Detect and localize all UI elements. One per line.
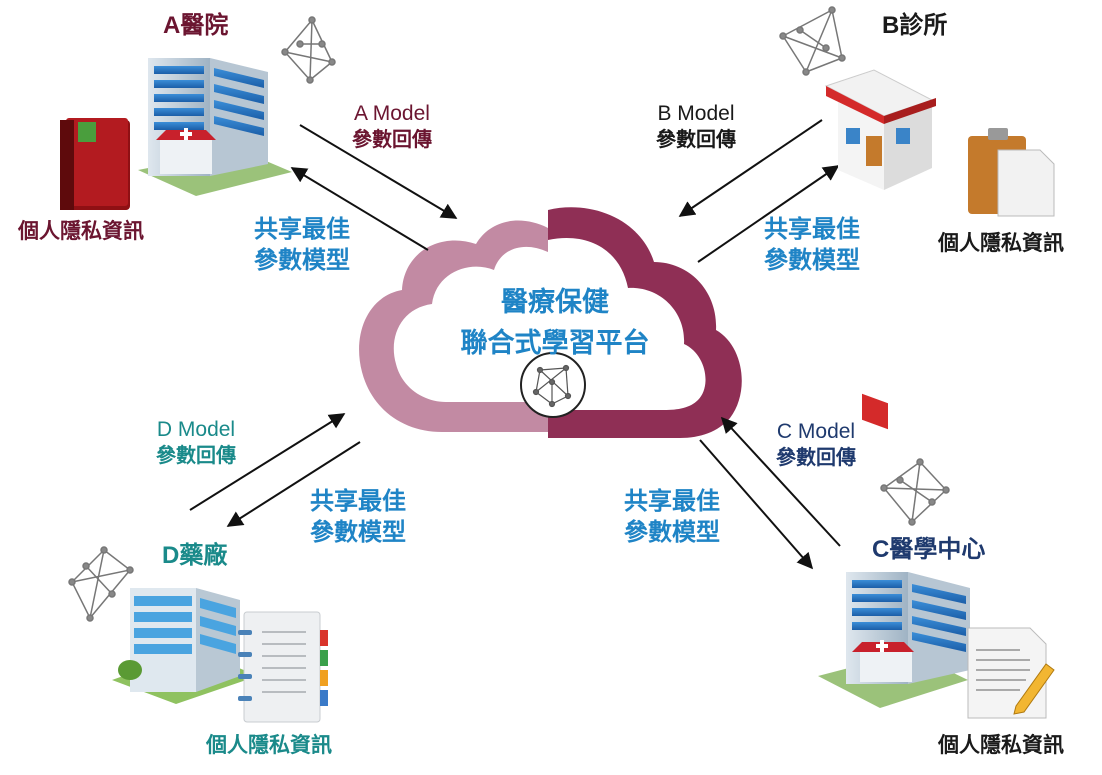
site-d-shared-l1: 共享最佳 bbox=[310, 488, 406, 515]
site-b-shared-l2: 參數模型 bbox=[764, 247, 860, 275]
network-icon-b bbox=[779, 6, 846, 76]
site-c-title: C醫學中心 bbox=[872, 536, 986, 563]
arrows bbox=[189, 119, 841, 570]
pharma-building-icon-d bbox=[112, 588, 258, 704]
site-a-privacy: 個人隱私資訊 bbox=[18, 220, 144, 243]
site-a-shared-l2: 參數模型 bbox=[254, 247, 350, 275]
site-d-title: D藥廠 bbox=[162, 542, 228, 569]
site-b-title: B診所 bbox=[882, 12, 948, 39]
network-icon-d bbox=[68, 546, 134, 622]
arrow-a-download bbox=[290, 167, 429, 251]
clinic-icon-b bbox=[824, 69, 936, 430]
site-a-model-upload: 參數回傳 bbox=[352, 129, 432, 152]
arrow-b-download bbox=[697, 165, 840, 263]
site-a-shared-model: 共享最佳 參數模型 bbox=[254, 214, 350, 276]
document-pen-icon-c bbox=[967, 627, 1055, 719]
network-icon-c bbox=[880, 458, 950, 526]
platform-cloud bbox=[359, 207, 742, 438]
arrow-d-upload bbox=[189, 413, 346, 511]
site-b-shared-l1: 共享最佳 bbox=[764, 216, 860, 243]
hospital-building-icon-a bbox=[138, 58, 292, 196]
medical-record-book-icon-a bbox=[60, 118, 130, 210]
platform-title-line1: 醫療保健 bbox=[501, 287, 609, 317]
site-c-shared-l2: 參數模型 bbox=[624, 519, 720, 547]
site-c-shared-model: 共享最佳 參數模型 bbox=[624, 486, 720, 548]
site-c-model-name: C Model bbox=[776, 420, 856, 443]
site-b-model-name: B Model bbox=[657, 102, 735, 125]
hospital-building-icon-c bbox=[818, 572, 970, 708]
site-a-title: A醫院 bbox=[163, 12, 229, 39]
site-c-privacy: 個人隱私資訊 bbox=[938, 734, 1064, 757]
site-d-model: D Model 參數回傳 bbox=[156, 416, 236, 469]
site-a-model-name: A Model bbox=[354, 102, 430, 125]
platform-title: 醫療保健 聯合式學習平台 bbox=[420, 282, 690, 363]
arrow-c-upload bbox=[720, 416, 841, 547]
site-a-shared-l1: 共享最佳 bbox=[254, 216, 350, 243]
site-d-model-upload: 參數回傳 bbox=[156, 445, 236, 468]
arrow-c-download bbox=[699, 439, 814, 570]
site-c-model: C Model 參數回傳 bbox=[776, 418, 856, 471]
arrow-d-download bbox=[226, 441, 361, 527]
platform-network-icon bbox=[520, 352, 586, 418]
clipboard-icon-b bbox=[968, 128, 1055, 217]
site-b-model-upload: 參數回傳 bbox=[656, 129, 736, 152]
site-d-shared-l2: 參數模型 bbox=[310, 519, 406, 547]
site-a-model: A Model 參數回傳 bbox=[352, 100, 432, 153]
arrow-a-upload bbox=[299, 124, 458, 219]
site-c-shared-l1: 共享最佳 bbox=[624, 488, 720, 515]
site-b-shared-model: 共享最佳 參數模型 bbox=[764, 214, 860, 276]
platform-title-line2: 聯合式學習平台 bbox=[460, 327, 650, 358]
network-icon-a bbox=[281, 16, 336, 84]
site-c-model-upload: 參數回傳 bbox=[776, 447, 856, 470]
site-d-privacy: 個人隱私資訊 bbox=[206, 734, 332, 757]
site-b-model: B Model 參數回傳 bbox=[656, 100, 736, 153]
site-b-privacy: 個人隱私資訊 bbox=[938, 232, 1064, 255]
arrow-b-upload bbox=[678, 119, 823, 217]
notebook-icon-d bbox=[238, 611, 328, 723]
site-d-model-name: D Model bbox=[156, 418, 236, 441]
site-d-shared-model: 共享最佳 參數模型 bbox=[310, 486, 406, 548]
